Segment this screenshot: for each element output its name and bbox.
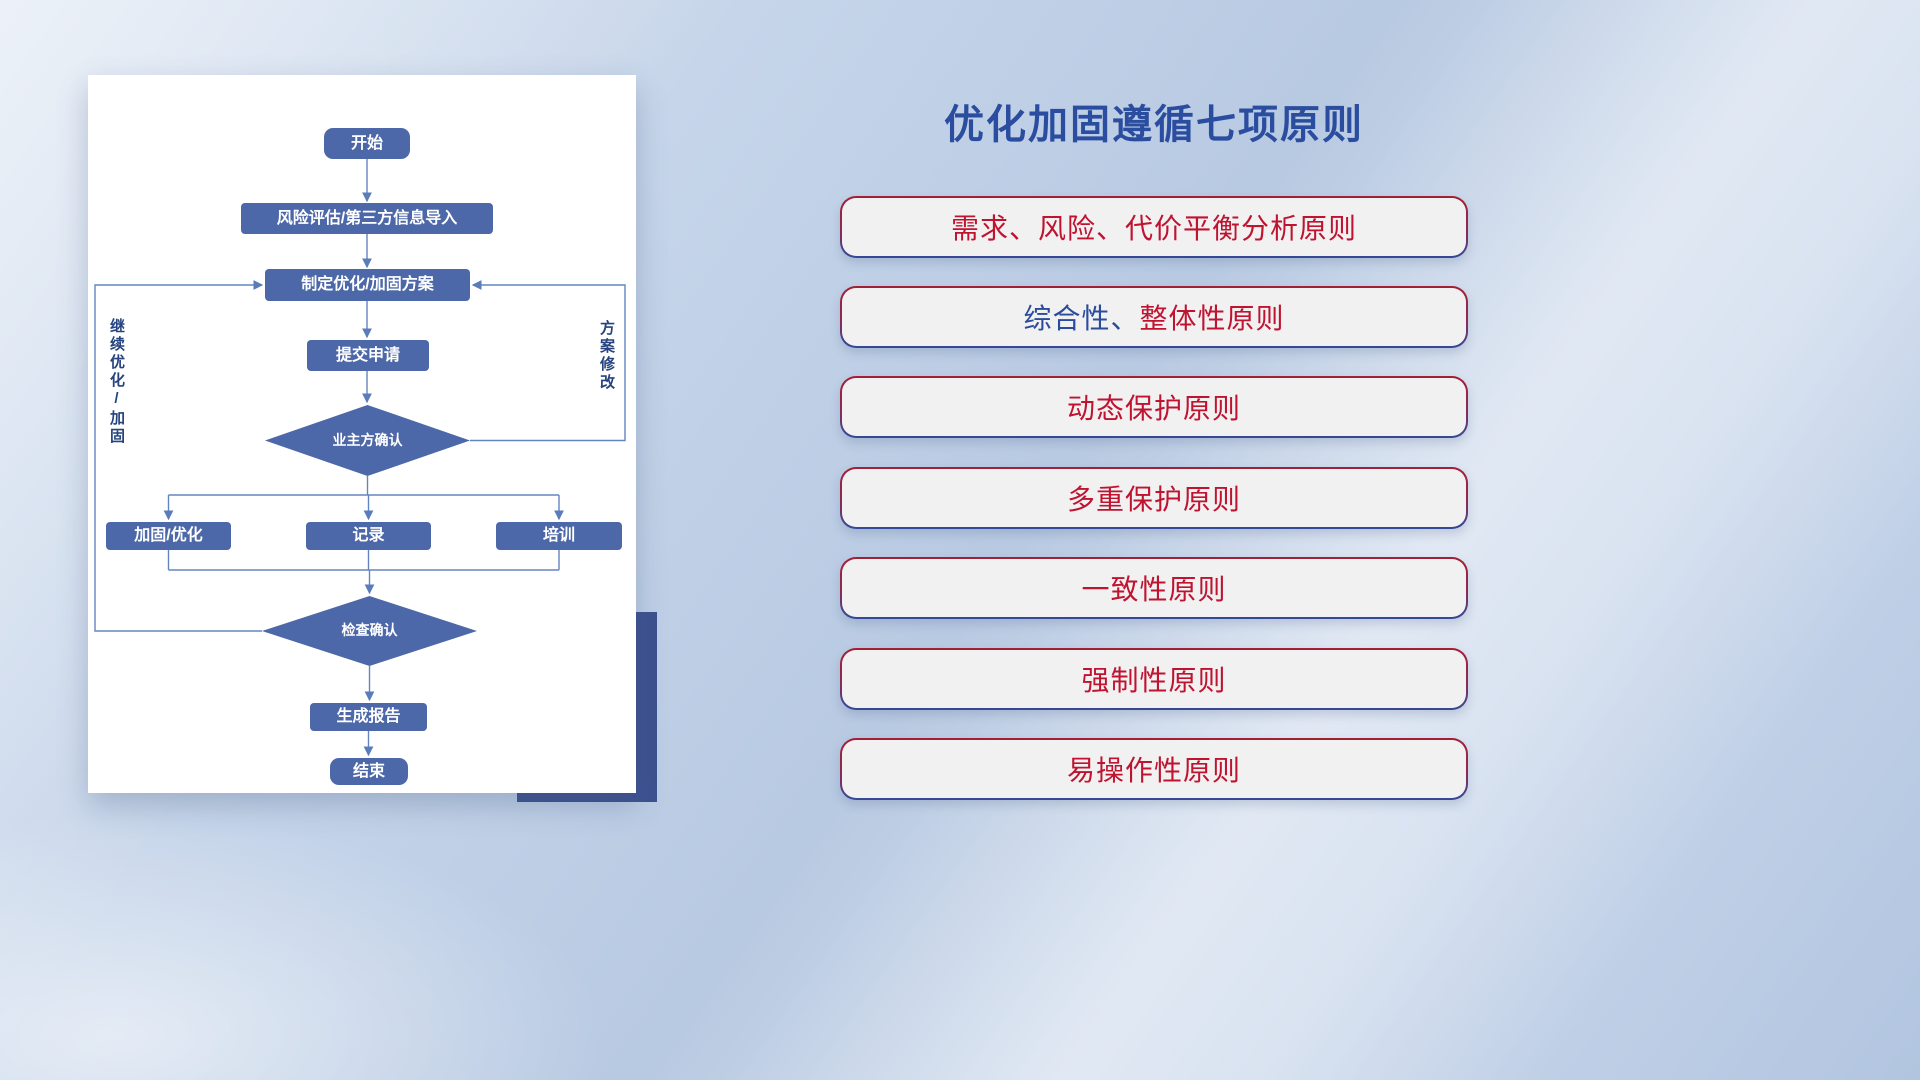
principle-segment: 易操作性原则 — [1066, 755, 1241, 786]
principle-segment: 综合性、 — [1023, 303, 1140, 334]
flow-node-risk-import: 风险评估/第三方信息导入 — [241, 203, 493, 234]
principle-text: 易操作性原则 — [842, 740, 1466, 798]
principle-text: 强制性原则 — [842, 650, 1466, 708]
principle-card-1: 需求、风险、代价平衡分析原则 — [840, 196, 1468, 258]
flow-node-training: 培训 — [496, 522, 622, 550]
flowchart-card: 开始 风险评估/第三方信息导入 制定优化/加固方案 提交申请 业主方确认 加固/… — [88, 75, 636, 793]
principle-segment: 需求、风险、代价平衡分析原则 — [950, 213, 1357, 244]
principle-card-5: 一致性原则 — [840, 557, 1468, 619]
principle-text: 动态保护原则 — [842, 378, 1466, 436]
flow-node-submit-request: 提交申请 — [307, 340, 429, 371]
principle-segment: 强制性原则 — [1081, 665, 1227, 696]
principle-card-4: 多重保护原则 — [840, 467, 1468, 529]
principle-segment: 多重保护原则 — [1066, 484, 1241, 515]
flow-node-record: 记录 — [306, 522, 431, 550]
flow-node-reinforce-optimize: 加固/优化 — [106, 522, 231, 550]
flow-label-plan-revision: 方案修改 — [598, 320, 615, 392]
principle-text: 一致性原则 — [842, 559, 1466, 617]
principle-text: 需求、风险、代价平衡分析原则 — [842, 198, 1466, 256]
flow-node-start: 开始 — [324, 128, 410, 159]
flow-label-continue-loop: 继续优化/加固 — [108, 318, 125, 446]
flow-connectors — [94, 159, 626, 757]
principle-card-3: 动态保护原则 — [840, 376, 1468, 438]
principle-text: 综合性、 整体性原则 — [842, 288, 1466, 346]
flow-node-end: 结束 — [330, 758, 408, 785]
page-title: 优化加固遵循七项原则 — [944, 103, 1364, 147]
principle-segment: 整体性原则 — [1139, 303, 1285, 334]
principle-text: 多重保护原则 — [842, 469, 1466, 527]
principle-card-2: 综合性、 整体性原则 — [840, 286, 1468, 348]
flow-node-make-plan: 制定优化/加固方案 — [265, 269, 470, 301]
principle-segment: 动态保护原则 — [1066, 393, 1241, 424]
flow-node-generate-report: 生成报告 — [310, 703, 427, 731]
principle-card-7: 易操作性原则 — [840, 738, 1468, 800]
principle-segment: 一致性原则 — [1081, 574, 1227, 605]
principle-card-6: 强制性原则 — [840, 648, 1468, 710]
